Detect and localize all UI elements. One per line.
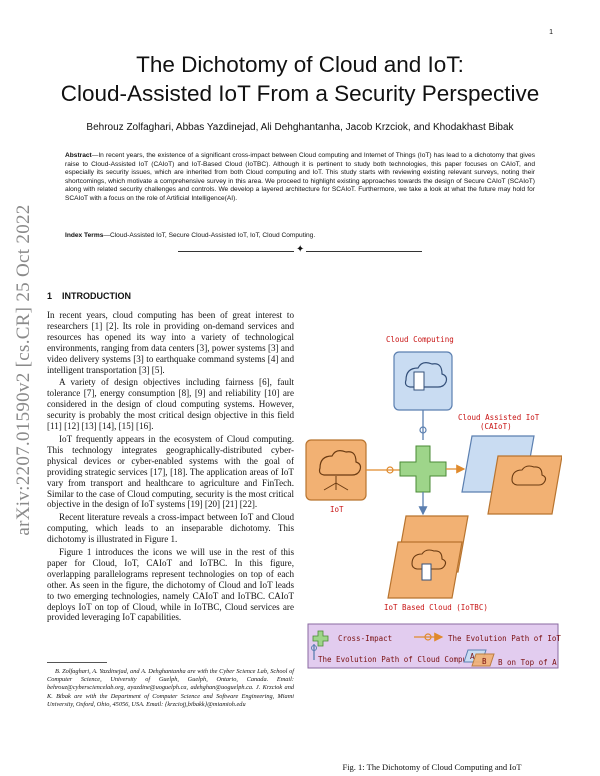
legend-a: A [470, 652, 475, 661]
label-caiot-line-1: Cloud Assisted IoT [458, 413, 540, 422]
caiot-icon [461, 435, 562, 515]
index-terms: Index Terms—Cloud-Assisted IoT, Secure C… [65, 232, 535, 239]
figure-legend: Cross-Impact The Evolution Path of IoT T… [307, 623, 561, 669]
paragraph: Figure 1 introduces the icons we will us… [47, 547, 294, 623]
abstract: Abstract—In recent years, the existence … [65, 152, 535, 204]
index-terms-label: Index Terms [65, 232, 104, 239]
paragraph: A variety of design objectives including… [47, 377, 294, 432]
cloud-computing-icon [393, 351, 453, 411]
paper-title: The Dichotomy of Cloud and IoT: Cloud-As… [30, 50, 570, 108]
label-cloud-computing: Cloud Computing [386, 335, 454, 344]
footnote: B. Zolfaghari, A. Yazdinejad, and A. Deh… [47, 668, 294, 711]
title-line-2: Cloud-Assisted IoT From a Security Persp… [60, 81, 540, 106]
section-title: INTRODUCTION [62, 291, 132, 301]
label-iot: IoT [330, 505, 344, 514]
arxiv-stamp-text: arXiv:2207.01590v2 [cs.CR] 25 Oct 2022 [13, 204, 34, 536]
paragraph: Recent literature reveals a cross-impact… [47, 512, 294, 545]
paragraph: IoT frequently appears in the ecosystem … [47, 433, 294, 510]
label-iotbc: IoT Based Cloud (IoTBC) [384, 603, 488, 612]
index-terms-text: —Cloud-Assisted IoT, Secure Cloud-Assist… [103, 232, 316, 239]
legend-evolution-iot: The Evolution Path of IoT [448, 634, 561, 643]
author-list: Behrouz Zolfaghari, Abbas Yazdinejad, Al… [86, 122, 514, 133]
footnote-text: B. Zolfaghari, A. Yazdinejad, and A. Deh… [47, 668, 294, 708]
dichotomy-figure: Cloud Computing IoT Cloud Assisted IoT (… [305, 335, 562, 669]
section-number: 1 [47, 291, 53, 301]
iot-icon [305, 439, 367, 501]
legend-cross-impact: Cross-Impact [338, 634, 392, 643]
page-number: 1 [549, 29, 553, 36]
cross-impact-symbol [399, 445, 447, 493]
abstract-label: Abstract [65, 152, 92, 159]
legend-b-on-top-of-a: B on Top of A [498, 658, 557, 667]
figure-caption: Fig. 1: The Dichotomy of Cloud Computing… [342, 762, 522, 772]
abstract-text: —In recent years, the existence of a sig… [65, 152, 535, 202]
legend-evolution-cloud: The Evolution Path of Cloud Computing [318, 655, 485, 664]
arxiv-stamp: arXiv:2207.01590v2 [cs.CR] 25 Oct 2022 [8, 150, 40, 590]
title-line-1: The Dichotomy of Cloud and IoT: [136, 52, 464, 77]
divider-ornament: ✦ [294, 244, 307, 255]
iotbc-icon [387, 515, 469, 599]
section-heading: 1 INTRODUCTION [47, 291, 131, 301]
paragraph: In recent years, cloud computing has bee… [47, 310, 294, 375]
footnote-rule [47, 662, 107, 663]
label-caiot-line-2: (CAIoT) [480, 422, 512, 431]
body-column: In recent years, cloud computing has bee… [47, 310, 294, 625]
legend-b: B [482, 657, 487, 666]
